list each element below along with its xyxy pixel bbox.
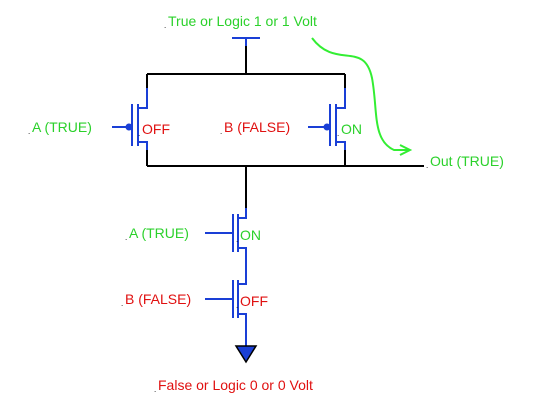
gnd-label: False or Logic 0 or 0 Volt (158, 377, 313, 393)
pmos-a-input-label: A (TRUE) (32, 119, 92, 135)
pmos-a-input-dot: . (28, 127, 30, 136)
pmos-b-state-dot: . (337, 129, 339, 138)
pmos-a-state-label: OFF (142, 121, 170, 137)
nmos-b-transistor (205, 272, 247, 346)
pmos-a-bubble (125, 123, 133, 131)
nmos-a-state-dot: . (236, 235, 238, 244)
nmos-a-input-dot: . (125, 233, 127, 242)
ground-symbol (234, 345, 258, 364)
vdd-dot: . (164, 21, 166, 30)
pmos-a-transistor (112, 88, 148, 150)
circuit-wires (146, 38, 424, 208)
nmos-b-input-dot: . (121, 299, 123, 308)
pmos-b-state-label: ON (341, 121, 362, 137)
vdd-label: True or Logic 1 or 1 Volt (168, 13, 317, 29)
pmos-b-transistor (308, 88, 346, 150)
out-label: Out (TRUE) (430, 153, 504, 169)
nmos-b-input-label: B (FALSE) (125, 291, 191, 307)
vdd-symbol (232, 37, 260, 46)
gnd-dot: . (154, 385, 156, 394)
pmos-b-input-label: B (FALSE) (224, 119, 290, 135)
nmos-b-state-dot: . (236, 301, 238, 310)
nmos-b-state-label: OFF (240, 293, 268, 309)
pmos-b-bubble (323, 123, 331, 131)
nmos-a-state-label: ON (240, 227, 261, 243)
nmos-a-input-label: A (TRUE) (129, 225, 189, 241)
nmos-a-transistor (205, 208, 247, 272)
current-flow-arrow (311, 37, 413, 156)
pmos-b-input-dot: . (220, 127, 222, 136)
pmos-a-state-dot: . (138, 129, 140, 138)
out-dot: . (426, 161, 428, 170)
